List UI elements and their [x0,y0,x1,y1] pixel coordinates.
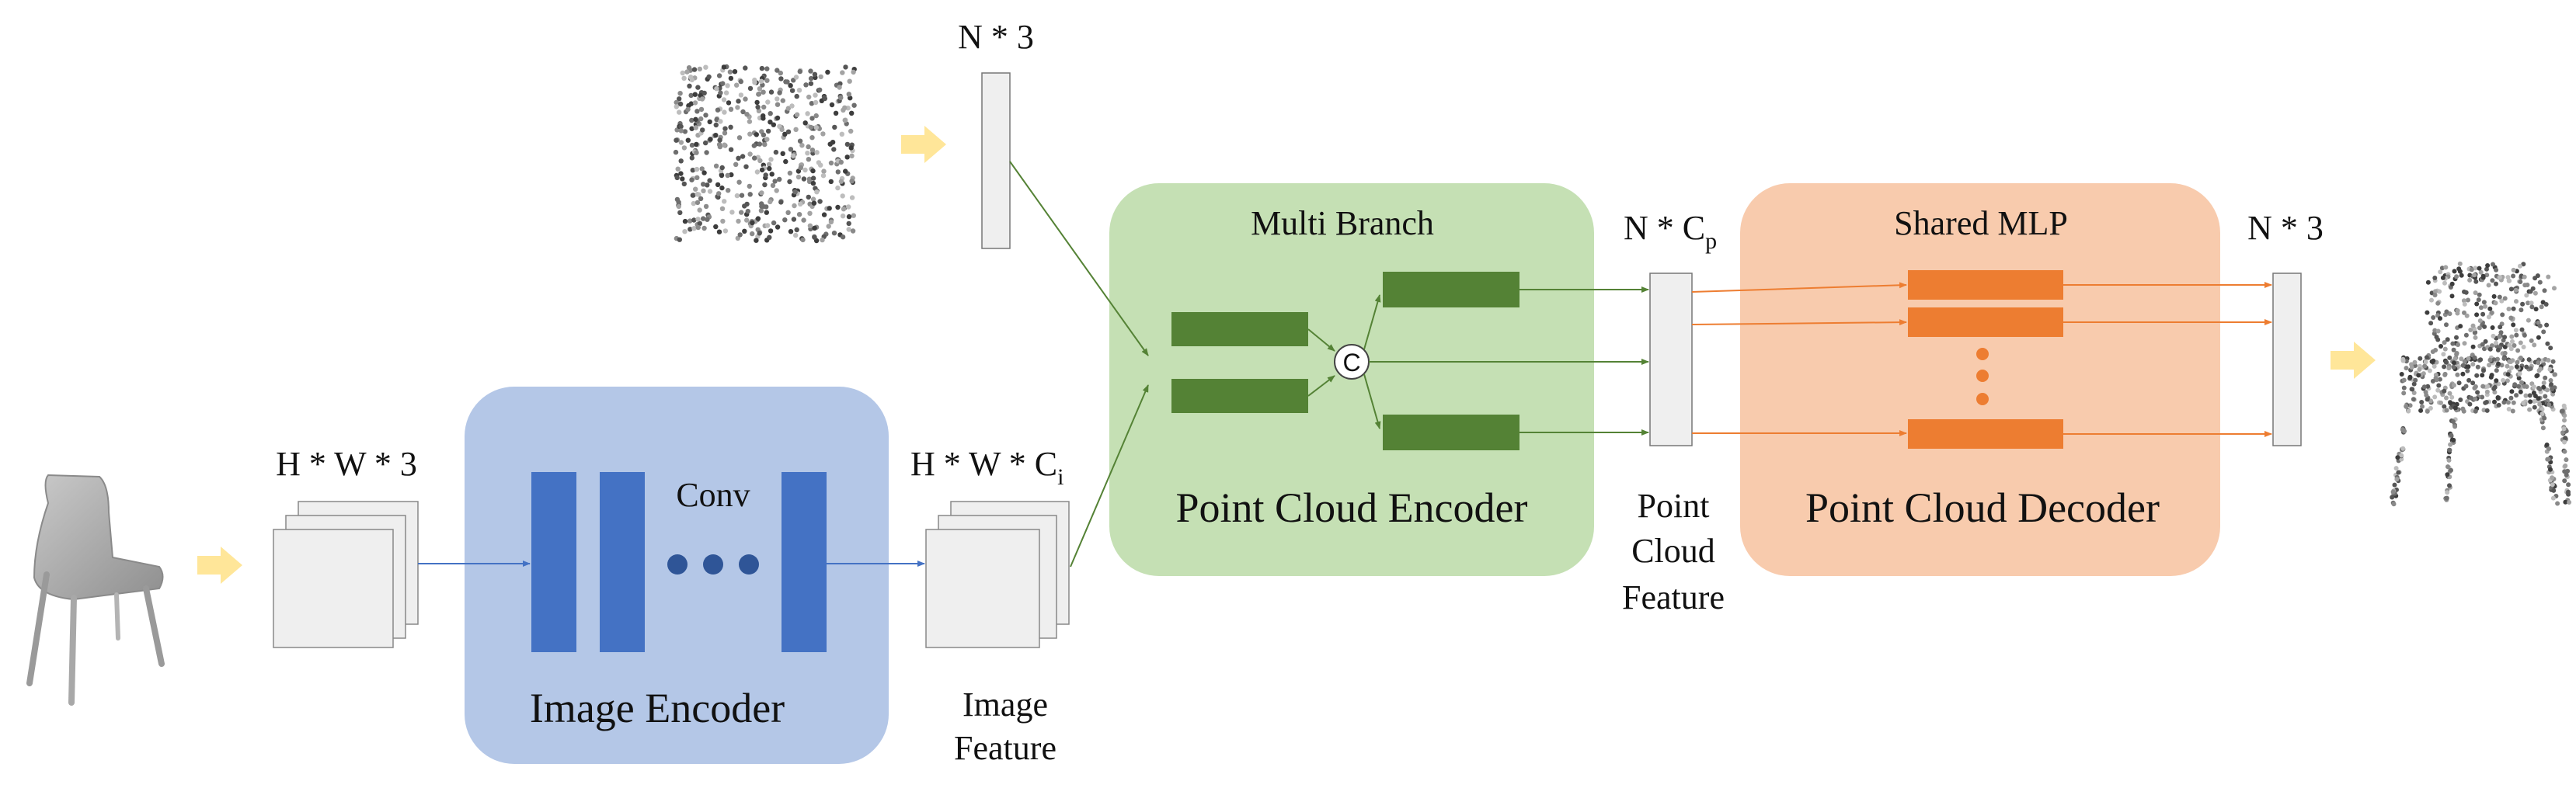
ellipsis-dot [739,554,759,575]
feature-to-mlp-arrow [1691,319,1907,326]
mlp-bar [1908,419,2063,449]
ellipsis-dot [667,554,688,575]
branch-to-concat-arrow [1307,375,1335,397]
conv-layer-bar [600,472,645,652]
point-feature-dims-label: N * Cp [1624,209,1717,254]
feature-to-encoder-arrow [1070,384,1149,568]
image-encoder-title: Image Encoder [530,685,785,731]
ellipsis-dot [1976,370,1989,382]
feature-to-mlp-arrow [1691,282,1907,293]
branch-output-bar [1383,415,1519,450]
point-feature-label-line1: Point [1638,487,1710,525]
branch-to-concat-arrow [1307,328,1335,352]
thick-arrow-icon [2331,342,2376,379]
point-cloud-decoder-title: Point Cloud Decoder [1805,484,2160,531]
concat-to-branch-arrow [1363,373,1381,429]
branch-input-bar [1171,379,1308,413]
point-feature-label-line2: Cloud [1631,532,1715,570]
point-feature-label-line3: Feature [1622,578,1725,616]
chair-point-cloud-icon [2390,261,2572,507]
branch-output-bar [1383,272,1519,307]
ellipsis-dot [1976,393,1989,405]
noise-dims-label: N * 3 [958,18,1034,56]
image-feature-stack [925,501,1070,648]
image-dims-label: H * W * 3 [276,445,417,483]
noise-vector-box [981,72,1011,249]
ellipsis-dot [1976,348,1989,360]
image-feature-label-line1: Image [963,686,1048,724]
ellipsis-dot [703,554,723,575]
output-vector-box [2272,273,2302,446]
noise-to-encoder-arrow [1009,161,1149,356]
image-feature-dims-label: H * W * Ci [910,445,1063,490]
concat-to-branch-arrow [1363,294,1381,350]
random-point-cloud-icon [673,64,857,244]
output-dims-label: N * 3 [2247,209,2324,247]
input-image-stack [273,501,419,648]
thick-arrow-icon [901,126,946,163]
mlp-bar [1908,307,2063,337]
point-cloud-encoder-title: Point Cloud Encoder [1176,484,1528,531]
point-feature-box [1649,273,1693,446]
thick-arrow-icon [197,547,242,584]
concat-symbol: C [1342,349,1360,377]
shared-mlp-label: Shared MLP [1894,204,2068,242]
conv-layer-bar [531,472,576,652]
mlp-bar [1908,270,2063,300]
image-feature-label-line2: Feature [954,729,1057,767]
conv-label: Conv [676,476,750,514]
conv-layer-bar [782,472,827,652]
branch-input-bar [1171,312,1308,346]
multi-branch-label: Multi Branch [1251,204,1434,242]
chair-render-icon [26,474,165,706]
